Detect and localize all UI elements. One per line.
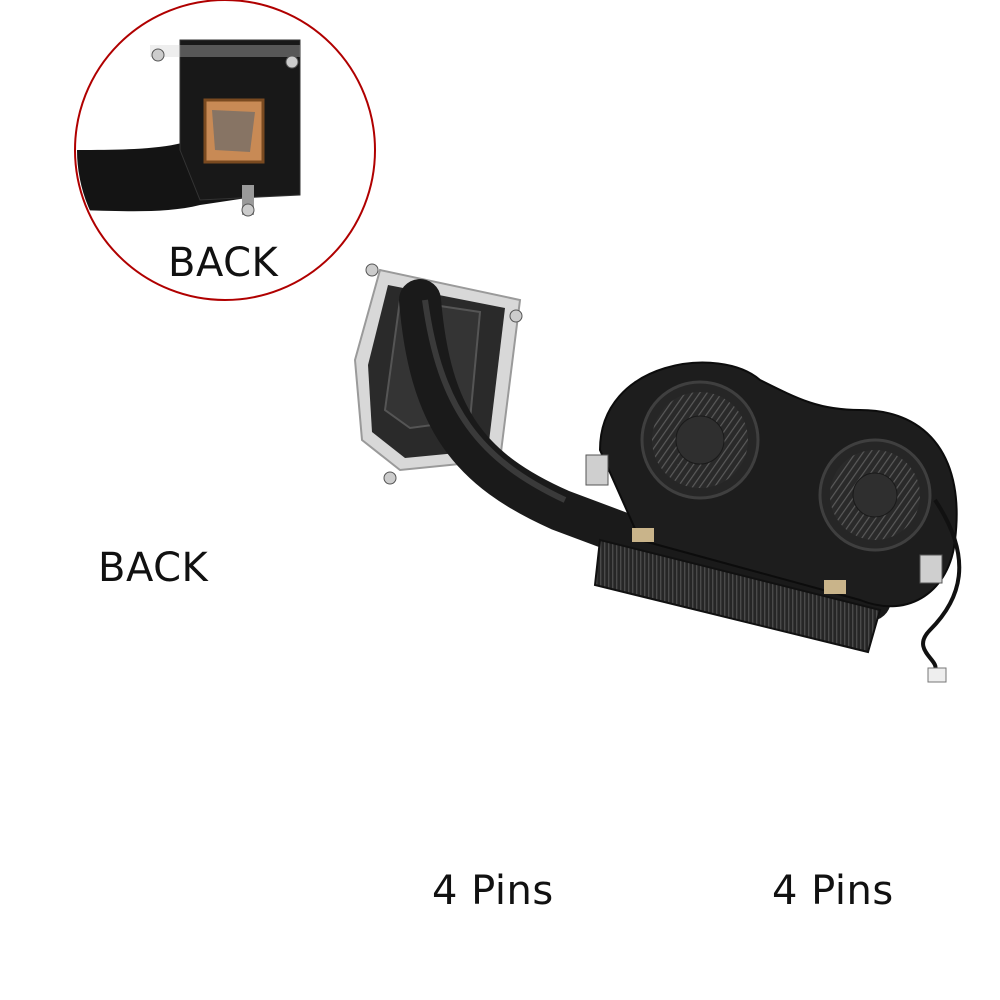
radiator-back-label: BACK	[98, 545, 209, 591]
connector-right-label: 4 Pins	[772, 868, 894, 914]
callout-heatsink-back	[74, 0, 376, 301]
radiator-fins	[593, 538, 882, 654]
heat-pipe	[399, 279, 891, 621]
main-cooling-assembly	[353, 263, 962, 683]
fan-cable	[921, 498, 962, 671]
heatsink-back-label: BACK	[168, 240, 279, 286]
connector-left-label: 4 Pins	[432, 868, 554, 914]
